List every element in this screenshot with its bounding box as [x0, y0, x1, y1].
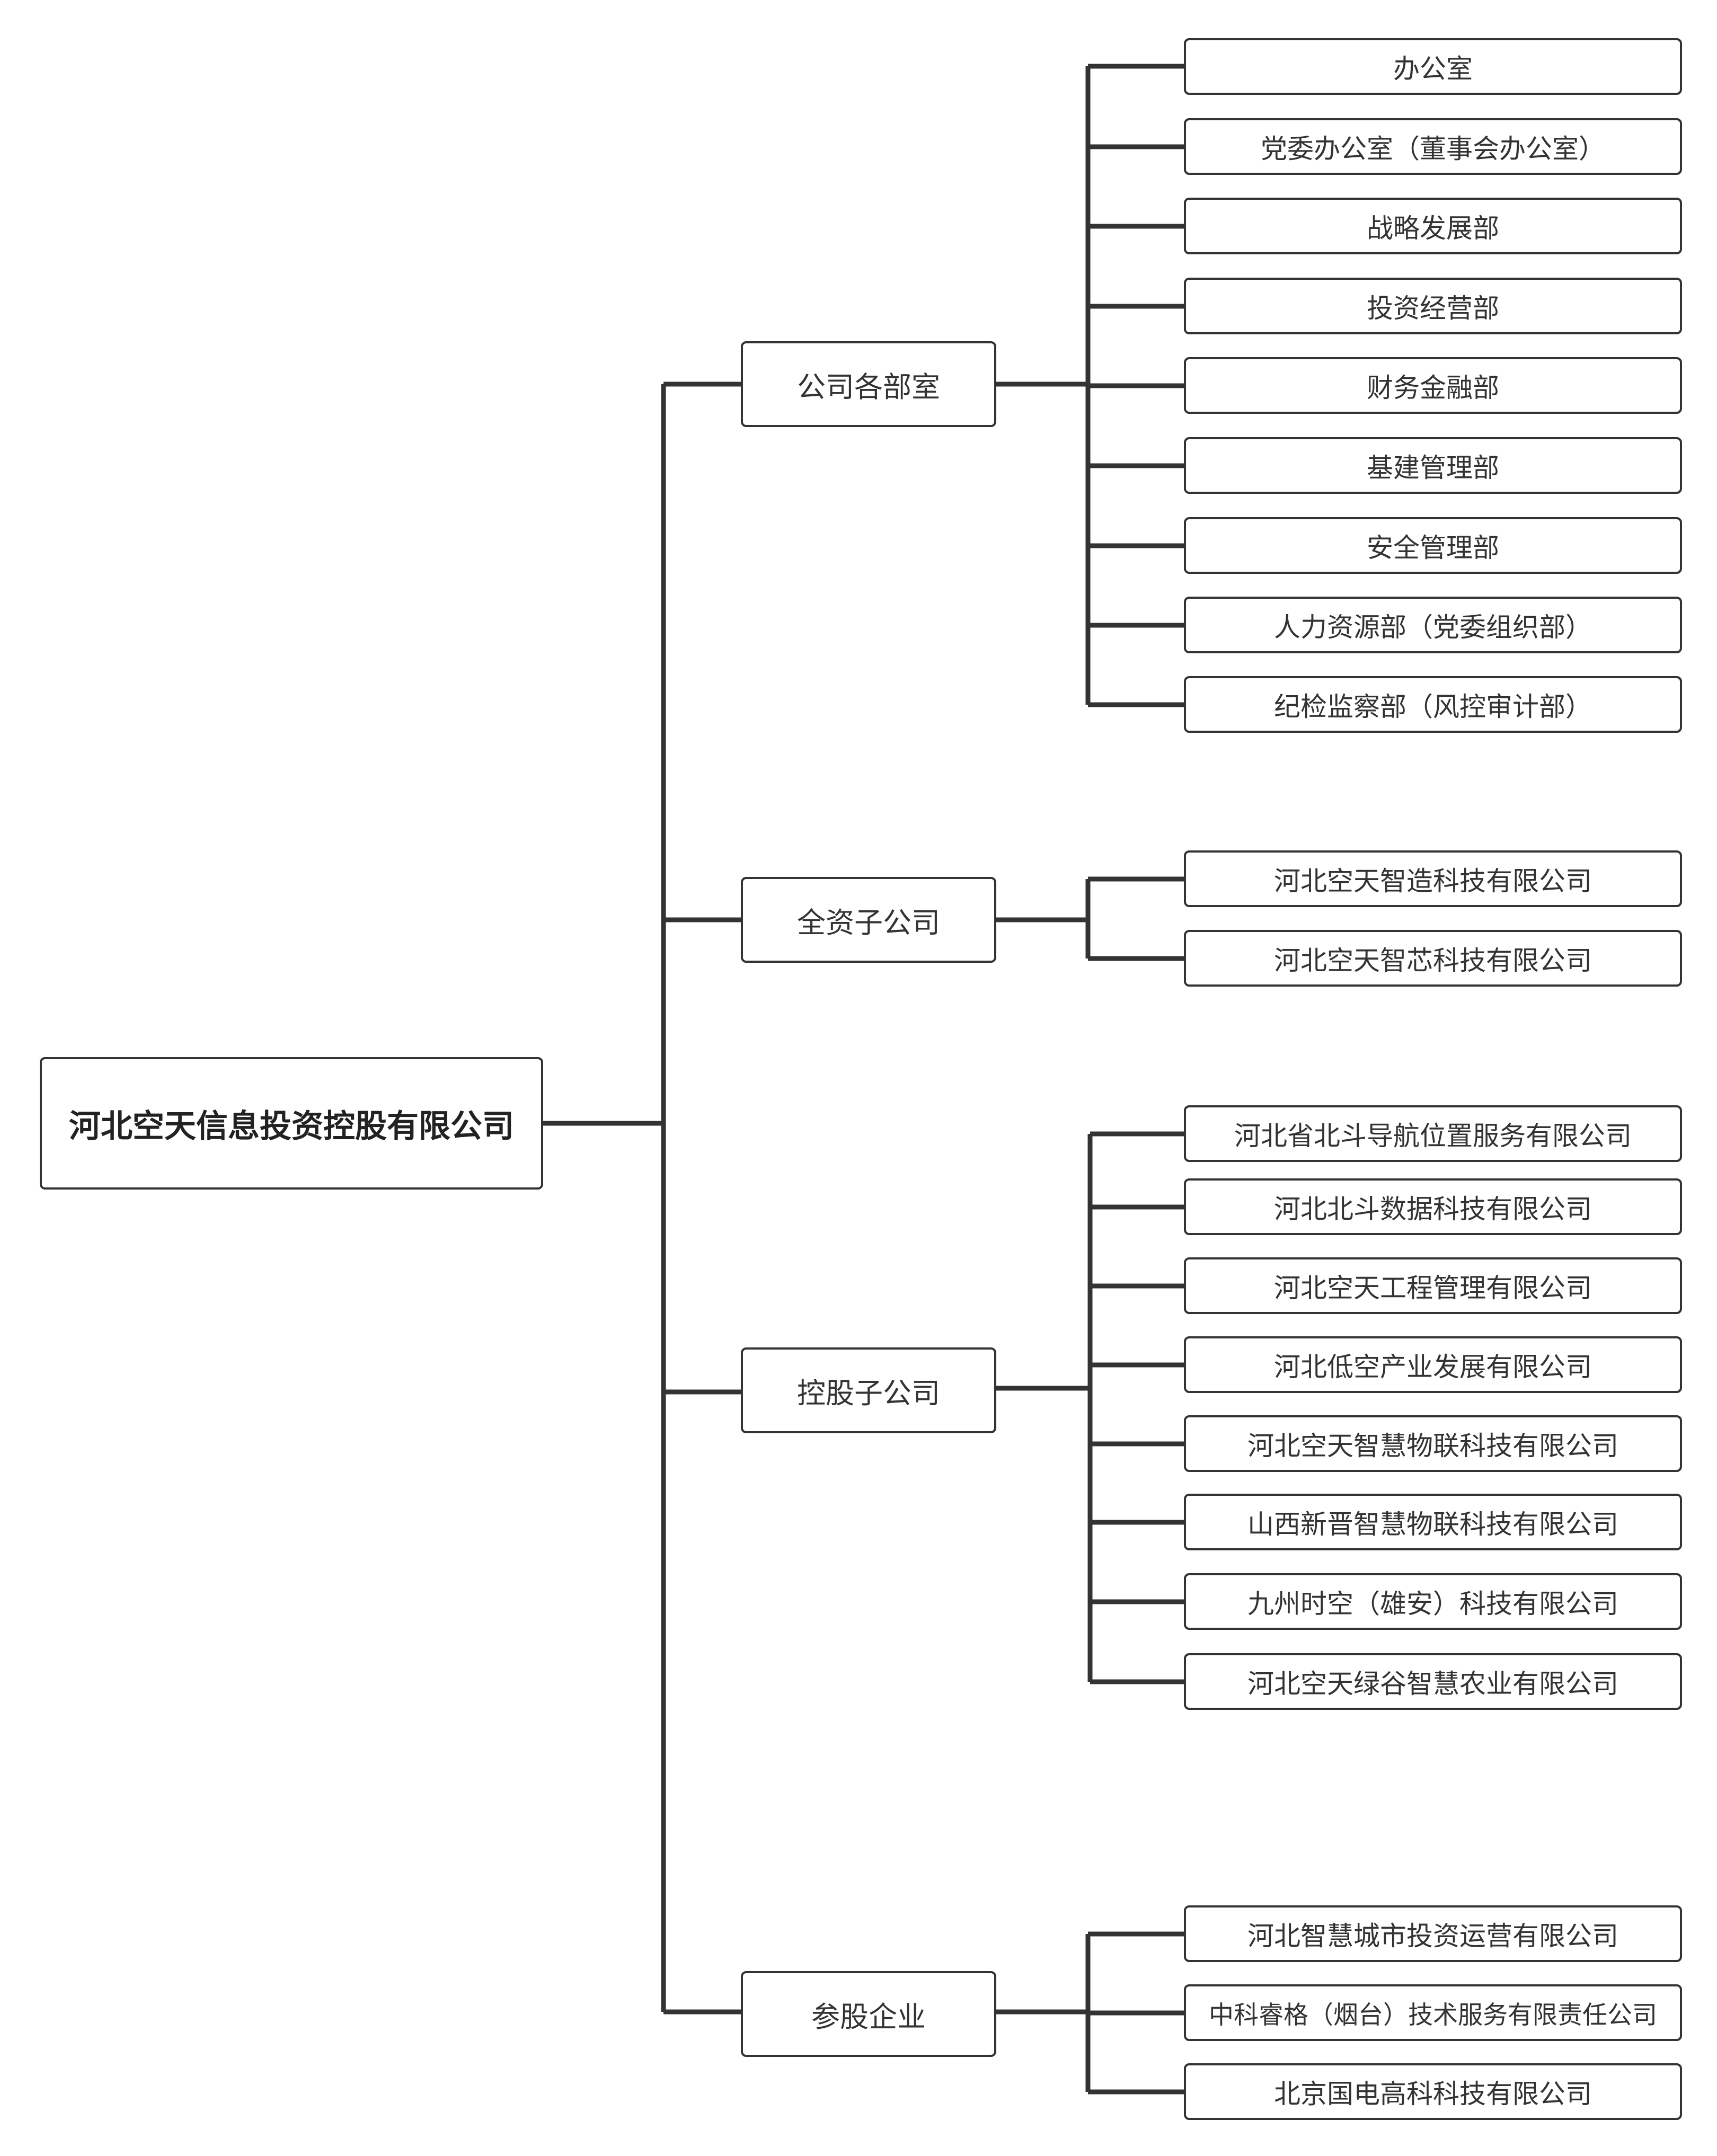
category-label: 公司各部室: [797, 370, 940, 404]
leaf-label: 河北省北斗导航位置服务有限公司: [1234, 1120, 1632, 1151]
leaf-label: 安全管理部: [1367, 532, 1499, 563]
leaf-label: 河北北斗数据科技有限公司: [1274, 1193, 1592, 1225]
leaf-node: 九州时空（雄安）科技有限公司: [1184, 1573, 1682, 1630]
leaf-label: 河北智慧城市投资运营有限公司: [1247, 1920, 1618, 1951]
leaf-node: 纪检监察部（风控审计部）: [1184, 676, 1682, 733]
leaf-label: 财务金融部: [1367, 372, 1499, 403]
leaf-node: 河北低空产业发展有限公司: [1184, 1336, 1682, 1393]
leaf-node: 河北空天工程管理有限公司: [1184, 1257, 1682, 1314]
leaf-node: 财务金融部: [1184, 357, 1682, 414]
leaf-label: 人力资源部（党委组织部）: [1274, 611, 1592, 643]
category-node-holding: 控股子公司: [741, 1347, 996, 1433]
leaf-node: 党委办公室（董事会办公室）: [1184, 118, 1682, 175]
leaf-node: 河北省北斗导航位置服务有限公司: [1184, 1105, 1682, 1162]
leaf-label: 中科睿格（烟台）技术服务有限责任公司: [1209, 2001, 1657, 2030]
category-node-equity: 参股企业: [741, 1971, 996, 2057]
leaf-label: 河北空天绿谷智慧农业有限公司: [1247, 1668, 1618, 1699]
leaf-node: 办公室: [1184, 38, 1682, 95]
leaf-label: 河北低空产业发展有限公司: [1274, 1351, 1592, 1382]
leaf-node: 河北北斗数据科技有限公司: [1184, 1178, 1682, 1235]
leaf-label: 河北空天工程管理有限公司: [1274, 1272, 1592, 1303]
root-node: 河北空天信息投资控股有限公司: [40, 1057, 543, 1190]
leaf-label: 河北空天智芯科技有限公司: [1274, 945, 1592, 976]
category-label: 控股子公司: [797, 1376, 940, 1410]
leaf-node: 基建管理部: [1184, 437, 1682, 494]
leaf-node: 人力资源部（党委组织部）: [1184, 597, 1682, 653]
leaf-label: 基建管理部: [1367, 452, 1499, 483]
leaf-node: 河北空天绿谷智慧农业有限公司: [1184, 1653, 1682, 1710]
leaf-node: 投资经营部: [1184, 278, 1682, 334]
category-node-departments: 公司各部室: [741, 341, 996, 427]
leaf-label: 北京国电高科科技有限公司: [1274, 2078, 1592, 2109]
leaf-label: 纪检监察部（风控审计部）: [1274, 691, 1592, 722]
leaf-label: 河北空天智慧物联科技有限公司: [1247, 1430, 1618, 1461]
leaf-node: 河北智慧城市投资运营有限公司: [1184, 1905, 1682, 1962]
leaf-label: 河北空天智造科技有限公司: [1274, 865, 1592, 897]
root-label: 河北空天信息投资控股有限公司: [69, 1107, 514, 1145]
leaf-node: 北京国电高科科技有限公司: [1184, 2063, 1682, 2120]
leaf-node: 河北空天智造科技有限公司: [1184, 850, 1682, 907]
leaf-label: 战略发展部: [1367, 212, 1499, 244]
leaf-label: 办公室: [1393, 53, 1473, 84]
leaf-node: 河北空天智慧物联科技有限公司: [1184, 1415, 1682, 1472]
leaf-label: 党委办公室（董事会办公室）: [1261, 133, 1605, 164]
leaf-node: 山西新晋智慧物联科技有限公司: [1184, 1494, 1682, 1550]
category-node-wholly-owned: 全资子公司: [741, 877, 996, 963]
leaf-label: 投资经营部: [1367, 292, 1499, 324]
category-label: 全资子公司: [797, 906, 940, 939]
leaf-label: 九州时空（雄安）科技有限公司: [1247, 1588, 1618, 1619]
leaf-node: 安全管理部: [1184, 517, 1682, 574]
category-label: 参股企业: [811, 2000, 926, 2034]
leaf-node: 中科睿格（烟台）技术服务有限责任公司: [1184, 1984, 1682, 2041]
leaf-node: 河北空天智芯科技有限公司: [1184, 930, 1682, 987]
leaf-label: 山西新晋智慧物联科技有限公司: [1247, 1509, 1618, 1540]
leaf-node: 战略发展部: [1184, 198, 1682, 254]
